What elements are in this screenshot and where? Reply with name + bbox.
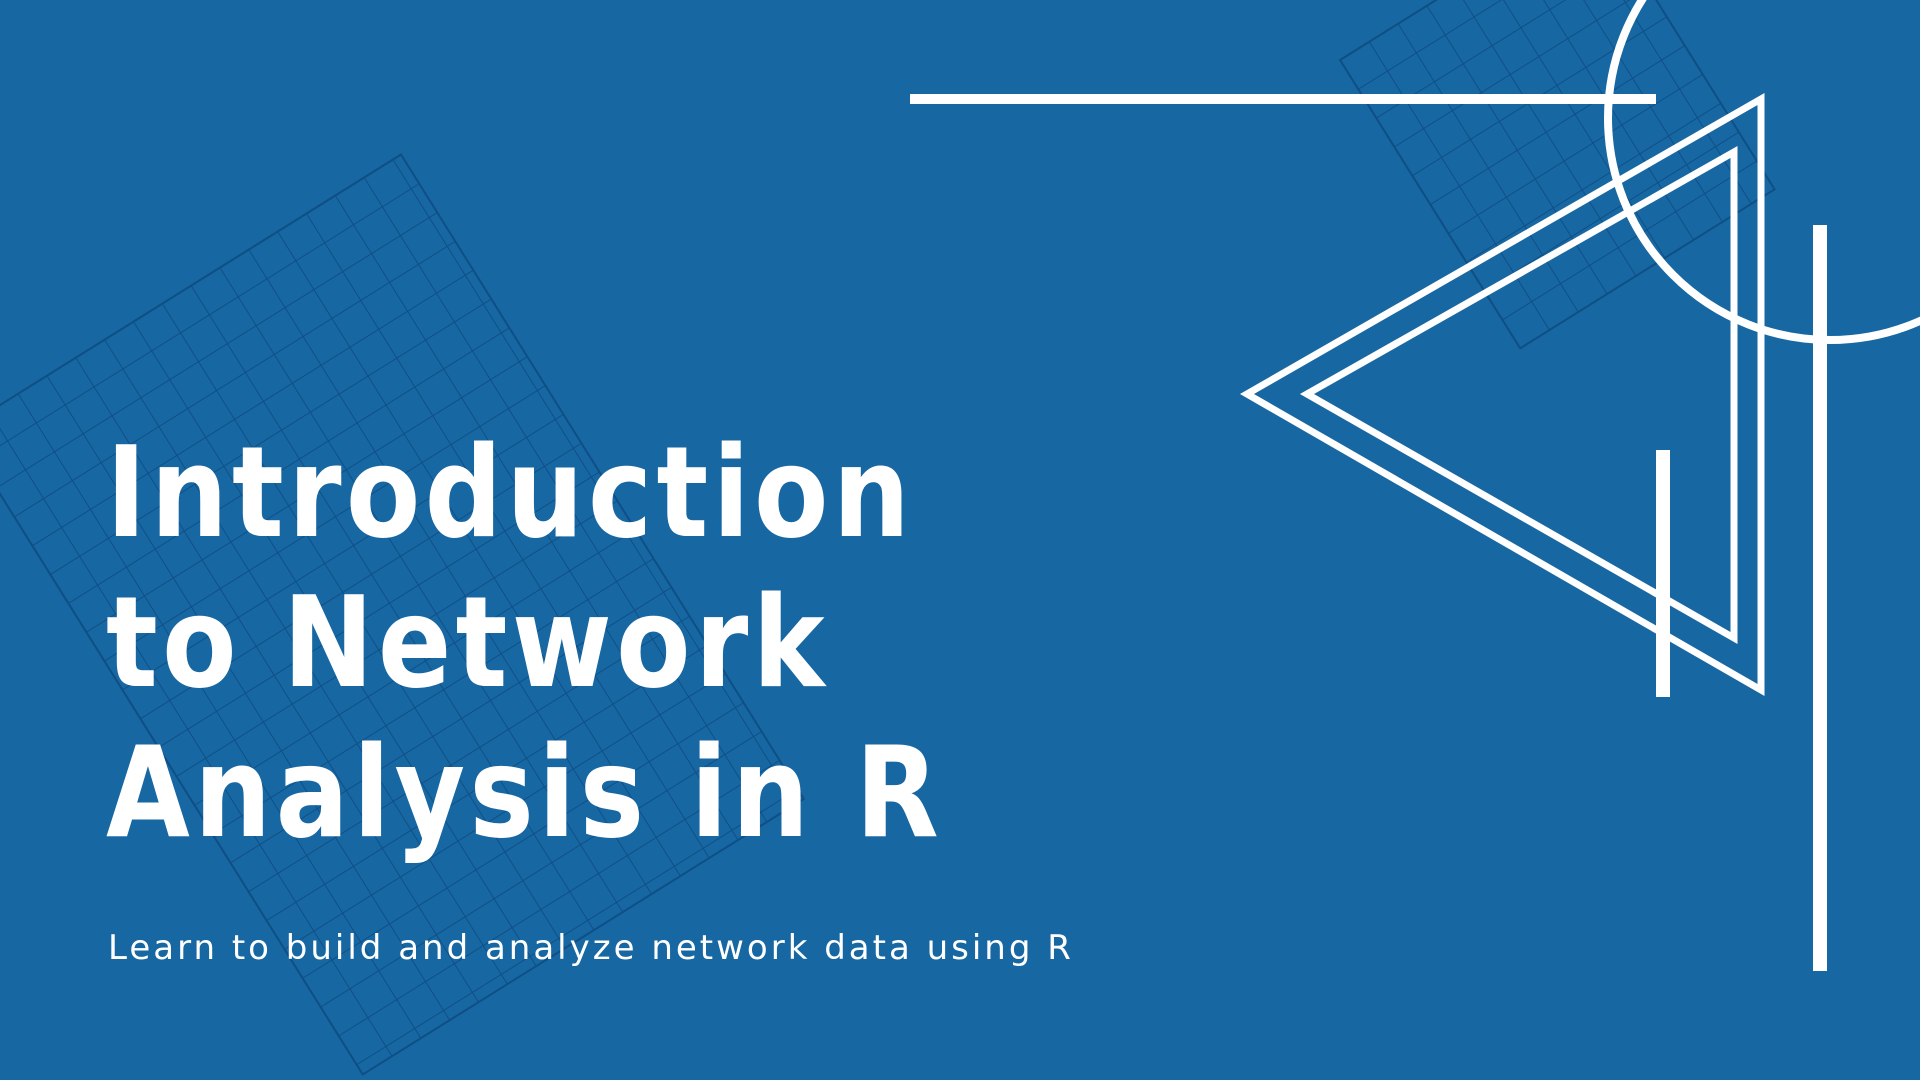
inner-triangle — [1299, 145, 1738, 645]
title-line-2: to Network — [106, 569, 830, 716]
top-right-grid-pattern — [1338, 0, 1776, 350]
outline-circle — [1604, 0, 1920, 344]
title-line-3: Analysis in R — [106, 719, 944, 866]
slide-title: Introduction to Network Analysis in R — [106, 418, 1052, 868]
slide-subtitle: Learn to build and analyze network data … — [108, 928, 1074, 968]
left-grid-pattern — [0, 153, 806, 1076]
title-line-1: Introduction — [106, 419, 915, 566]
outer-triangle — [1239, 92, 1765, 697]
